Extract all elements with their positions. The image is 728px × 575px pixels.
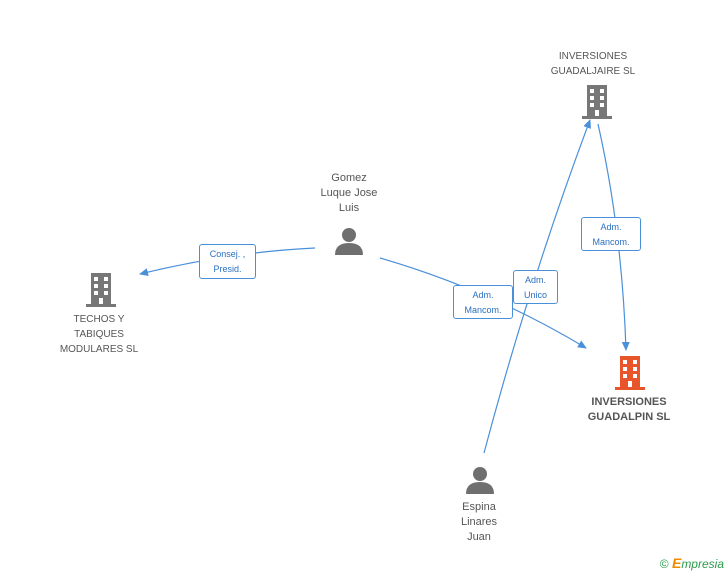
node-label-line: Espina bbox=[462, 501, 496, 513]
edge-label-line: Unico bbox=[523, 290, 547, 300]
node-label-line: Linares bbox=[460, 516, 498, 528]
edge-label-line: Adm. bbox=[524, 275, 546, 285]
node-label-inversiones-guadalpin[interactable]: INVERSIONES GUADALPIN SL bbox=[568, 395, 690, 425]
building-icon bbox=[582, 85, 612, 119]
edge-label-adm-mancom[interactable]: Adm. Mancom. bbox=[453, 285, 513, 319]
edge-label-adm-unico[interactable]: Adm. Unico bbox=[513, 270, 558, 304]
edge-label-line: Consej. , bbox=[209, 249, 246, 259]
node-label-gomez-luque[interactable]: Gomez Luque Jose Luis bbox=[296, 171, 402, 216]
node-label-line: INVERSIONES bbox=[558, 51, 628, 62]
node-label-line: MODULARES SL bbox=[59, 344, 139, 355]
node-label-line: GUADALJAIRE SL bbox=[550, 66, 636, 77]
node-label-inversiones-guadaljaire[interactable]: INVERSIONES GUADALJAIRE SL bbox=[532, 49, 654, 79]
node-label-line: TABIQUES bbox=[74, 329, 124, 340]
edge-label-line: Adm. bbox=[600, 222, 622, 232]
person-icon bbox=[466, 467, 494, 494]
node-label-line: Juan bbox=[467, 531, 491, 543]
node-label-espina-linares[interactable]: Espina Linares Juan bbox=[430, 500, 528, 545]
node-label-line: Luis bbox=[338, 202, 360, 214]
copyright-symbol: © bbox=[659, 557, 669, 571]
empresia-watermark: © Empresia bbox=[660, 555, 724, 571]
edge-label-line: Mancom. bbox=[592, 237, 630, 247]
brand-initial: E bbox=[671, 555, 682, 571]
node-label-line: Gomez bbox=[331, 172, 367, 184]
building-icon bbox=[86, 273, 116, 307]
node-label-line: GUADALPIN SL bbox=[587, 411, 671, 423]
edge-label-line: Mancom. bbox=[464, 305, 502, 315]
person-icon bbox=[335, 228, 363, 255]
edge-label-line: Presid. bbox=[213, 264, 242, 274]
node-label-techos-tabiques[interactable]: TECHOS Y TABIQUES MODULARES SL bbox=[44, 312, 154, 357]
building-icon bbox=[615, 356, 645, 390]
brand-name: mpresia bbox=[681, 557, 724, 571]
edge-label-consej-presid[interactable]: Consej. , Presid. bbox=[199, 244, 256, 279]
node-label-line: TECHOS Y bbox=[73, 314, 125, 325]
edge-label-adm-mancom-2[interactable]: Adm. Mancom. bbox=[581, 217, 641, 251]
edge-label-line: Adm. bbox=[472, 290, 494, 300]
node-label-line: Luque Jose bbox=[320, 187, 378, 199]
node-label-line: INVERSIONES bbox=[591, 396, 667, 408]
